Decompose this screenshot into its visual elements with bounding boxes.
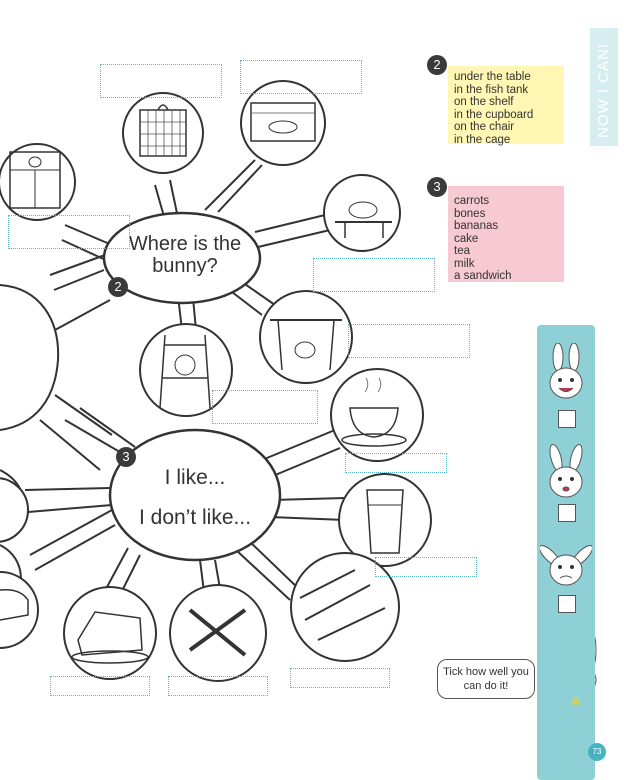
- like-bubble-line-1: I like...: [164, 466, 226, 489]
- fish-tank-picture: [240, 80, 326, 166]
- answer-box-milk[interactable]: [375, 557, 477, 577]
- tick-box-unsure[interactable]: [558, 504, 576, 522]
- where-bubble-outline: [102, 211, 262, 305]
- bunny-face-happy-icon: [549, 343, 583, 399]
- cage-picture: [122, 92, 204, 174]
- answer-box-shelf[interactable]: [313, 258, 435, 292]
- wordbox-2: under the table in the fish tank on the …: [454, 71, 533, 146]
- answer-box-fish-tank[interactable]: [240, 60, 362, 94]
- page-number: 73: [588, 743, 606, 761]
- side-title: NOW I CAN!: [595, 43, 612, 138]
- spokes-map2: [49, 159, 331, 331]
- sandwich-picture: [0, 571, 39, 649]
- tick-box-sad[interactable]: [558, 595, 576, 613]
- answer-box-carrots[interactable]: [290, 668, 390, 688]
- bunny-face-unsure-icon: [549, 443, 583, 498]
- banana-picture: [0, 477, 29, 543]
- wordbox-3-background: [448, 186, 564, 282]
- word-item: a sandwich: [454, 270, 512, 282]
- word-item: in the cupboard: [454, 108, 534, 121]
- bunny-face-sad-icon: [540, 544, 592, 586]
- word-item: bananas: [454, 220, 499, 232]
- word-item: carrots: [454, 195, 490, 207]
- answer-box-tea[interactable]: [345, 453, 447, 473]
- spokes-map3: [24, 407, 346, 606]
- word-item: tea: [454, 245, 470, 257]
- answer-box-cage[interactable]: [100, 64, 222, 98]
- where-bubble-line-1: Where is the: [128, 233, 242, 255]
- answer-box-table[interactable]: [348, 324, 470, 358]
- shelf-picture: [323, 174, 401, 252]
- answer-box-bone[interactable]: [168, 676, 268, 696]
- answer-box-cake[interactable]: [50, 676, 150, 696]
- tick-box-happy[interactable]: [558, 410, 576, 428]
- wordbox-2-number: 2: [427, 55, 447, 75]
- like-bubble-outline: [108, 428, 282, 562]
- word-item: cake: [454, 232, 479, 245]
- answer-box-cupboard[interactable]: [8, 215, 130, 249]
- connector: [39, 299, 113, 471]
- mascot-shirt-letter: R: [572, 697, 580, 709]
- milk-glass-picture: [338, 473, 432, 567]
- like-bubble-text: I like... I don’t like...: [110, 458, 280, 538]
- word-item: in the cage: [454, 133, 511, 146]
- word-item: milk: [454, 257, 475, 270]
- title-tab: [590, 28, 618, 146]
- answer-box-chair[interactable]: [212, 390, 318, 424]
- word-item: in the fish tank: [454, 83, 529, 96]
- table-picture: [259, 290, 353, 384]
- like-bubble-line-2: I don’t like...: [138, 506, 252, 529]
- word-item: under the table: [454, 71, 531, 83]
- cake-picture: [63, 586, 157, 680]
- word-item: on the shelf: [454, 96, 514, 108]
- bone-picture: [169, 584, 267, 682]
- where-bubble-text: Where is the bunny?: [110, 233, 260, 277]
- word-item: on the chair: [454, 121, 515, 133]
- where-bubble-line-2: bunny?: [152, 255, 218, 277]
- wordbox-3: carrots bones bananas cake tea milk a sa…: [454, 195, 512, 283]
- map2-number-badge: 2: [108, 277, 128, 297]
- left-bubble-outline: [0, 284, 60, 431]
- wordbox-3-number: 3: [427, 177, 447, 197]
- tea-cup-picture: [330, 368, 424, 462]
- wordbox-2-background: [448, 66, 564, 144]
- chair-picture: [139, 323, 233, 417]
- cupboard-picture: [0, 143, 76, 221]
- map3-number-badge: 3: [116, 447, 136, 467]
- speech-bubble: Tick how well you can do it!: [437, 659, 535, 699]
- carrots-picture: [290, 552, 400, 662]
- word-item: bones: [454, 207, 486, 220]
